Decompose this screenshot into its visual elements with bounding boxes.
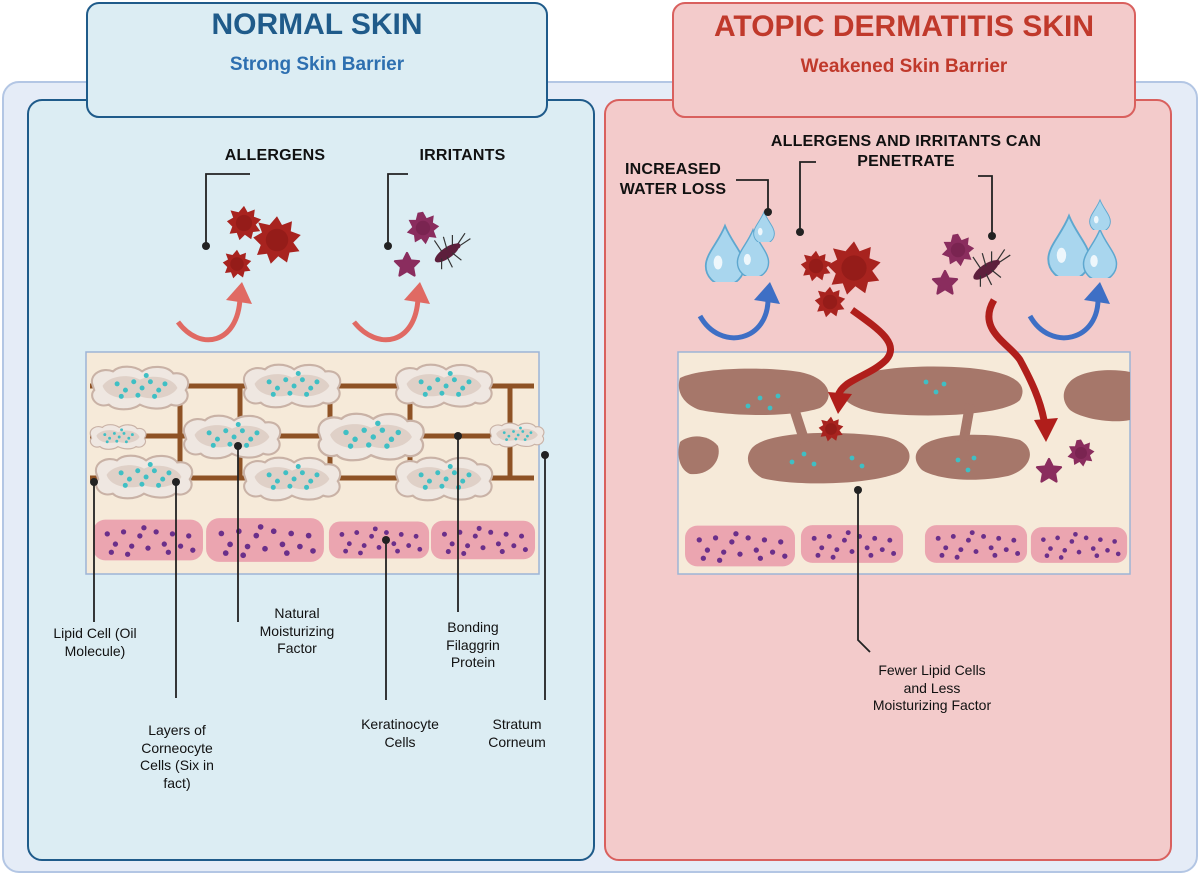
- atopic-title: ATOPIC DERMATITIS SKIN: [713, 10, 1094, 43]
- atopic-subtitle: Weakened Skin Barrier: [800, 56, 1008, 77]
- atopic-penetration-group: [796, 161, 1058, 442]
- normal-leader-dots: [90, 432, 549, 544]
- irritants-label: IRRITANTS: [419, 147, 506, 164]
- filaggrin-label: Bonding Filaggrin Protein: [446, 619, 500, 670]
- corneocyte-label: Layers of Corneocyte Cells (Six in fact): [140, 722, 214, 791]
- penetrate-label: ALLERGENS AND IRRITANTS CAN PENETRATE: [770, 133, 1042, 170]
- damaged-corneocytes: [678, 366, 1130, 484]
- atopic-skin-cross-section: [677, 351, 1131, 575]
- normal-leader-lines: [93, 436, 546, 700]
- atopic-water-loss-group: [697, 179, 1118, 341]
- normal-irritants-group: [352, 173, 471, 343]
- normal-title: NORMAL SKIN: [211, 8, 423, 41]
- normal-skin-cross-section: [85, 351, 545, 575]
- nmf-label: Natural Moisturizing Factor: [259, 605, 335, 656]
- atopic-leader-line: [854, 486, 871, 653]
- normal-subtitle: Strong Skin Barrier: [229, 54, 405, 75]
- normal-title-box: [86, 2, 548, 118]
- atopic-title-box: [672, 2, 1136, 118]
- keratinocyte-label: Keratinocyte Cells: [361, 716, 439, 750]
- lipid-cell-label: Lipid Cell (Oil Molecule): [53, 625, 137, 659]
- allergens-label: ALLERGENS: [224, 147, 326, 164]
- normal-allergens-group: [175, 173, 301, 343]
- keratinocyte-layer: [93, 518, 536, 562]
- stratum-corneum-label: Stratum Corneum: [488, 716, 546, 750]
- fewer-lipid-label: Fewer Lipid Cells and Less Moisturizing …: [872, 662, 992, 713]
- water-loss-label: INCREASED WATER LOSS: [619, 161, 727, 198]
